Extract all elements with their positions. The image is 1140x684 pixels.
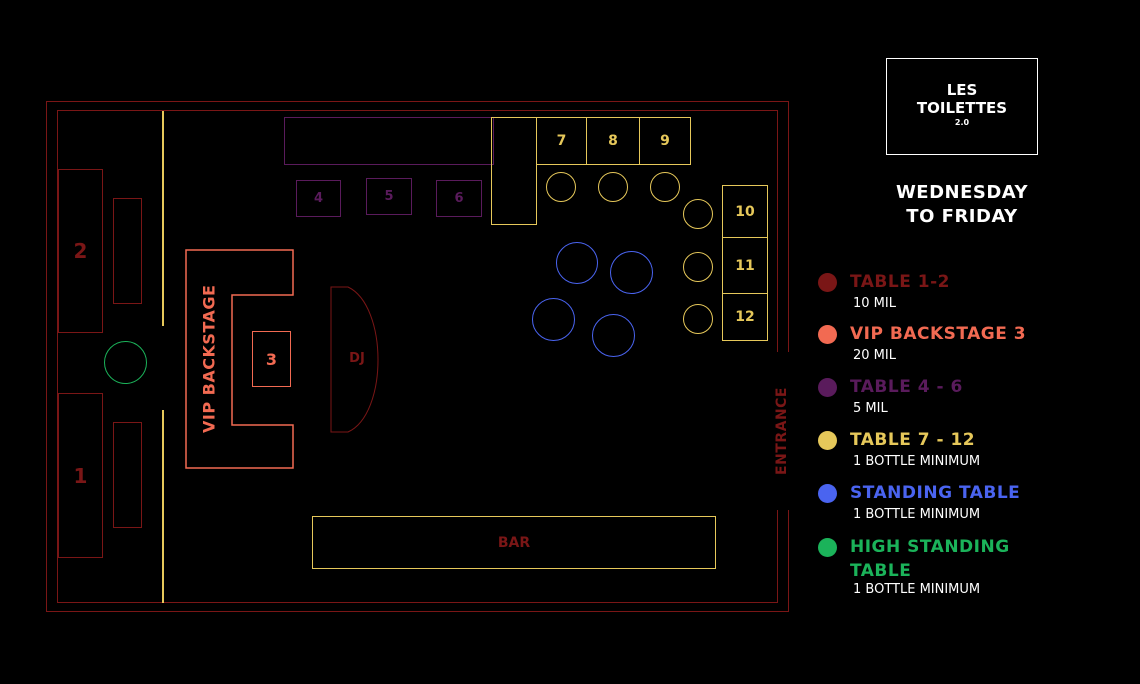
table-7[interactable]: 7 (536, 117, 587, 165)
table-6[interactable]: 6 (436, 180, 482, 217)
legend-title: VIP BACKSTAGE 3 (850, 324, 1027, 344)
table-1-label: 1 (73, 463, 88, 488)
table-2-label: 2 (73, 239, 88, 263)
legend-dot (818, 325, 837, 344)
stool (546, 172, 576, 202)
venue-logo: LES TOILETTES 2.0 (886, 58, 1038, 155)
legend-sub: 1 BOTTLE MINIMUM (853, 507, 981, 522)
legend-sub: 10 MIL (853, 296, 896, 311)
stool (598, 172, 628, 202)
legend-title: STANDING TABLE (850, 483, 1021, 503)
high-standing-table[interactable] (104, 341, 147, 384)
entrance-gap (770, 352, 798, 510)
schedule: WEDNESDAY TO FRIDAY (852, 181, 1072, 229)
table-3[interactable]: 3 (252, 331, 291, 387)
table-1[interactable]: 1 (58, 393, 103, 558)
dj-booth (330, 286, 379, 433)
corridor-divider-top (162, 111, 164, 326)
dj-label: DJ (349, 350, 365, 366)
legend-title: TABLE 4 - 6 (850, 377, 963, 397)
stool (683, 199, 713, 229)
vip-backstage-area[interactable] (185, 249, 295, 471)
legend-title: TABLE 7 - 12 (850, 430, 976, 450)
legend-title: HIGH STANDING (850, 537, 1010, 557)
legend-sub: 1 BOTTLE MINIMUM (853, 454, 981, 469)
standing-table[interactable] (556, 242, 598, 284)
table-4-label: 4 (313, 191, 324, 206)
table-1-bench (113, 422, 142, 528)
standing-table[interactable] (532, 298, 575, 341)
venue-name-line1: LES (946, 81, 978, 99)
table-4[interactable]: 4 (296, 180, 341, 217)
venue-name-line2: TOILETTES (916, 99, 1008, 117)
table-10-label: 10 (735, 203, 755, 220)
schedule-line1: WEDNESDAY (895, 182, 1029, 203)
table-5[interactable]: 5 (366, 178, 412, 215)
table-8-label: 8 (608, 133, 618, 149)
table-3-label: 3 (265, 349, 278, 369)
legend-item-standing-table: STANDING TABLE 1 BOTTLE MINIMUM (818, 481, 1118, 525)
table-2-bench (113, 198, 142, 304)
table-8[interactable]: 8 (586, 117, 640, 165)
table-9[interactable]: 9 (639, 117, 691, 165)
bar-label: BAR (497, 534, 531, 551)
legend-dot (818, 378, 837, 397)
venue-name-line3: 2.0 (954, 118, 970, 127)
table-11-label: 11 (735, 257, 755, 274)
schedule-line2: TO FRIDAY (906, 206, 1018, 227)
table-11[interactable]: 11 (722, 237, 768, 294)
legend-item-table-4-6: TABLE 4 - 6 5 MIL (818, 375, 1118, 419)
table-4-6-bench (284, 117, 494, 165)
stool (650, 172, 680, 202)
entrance-label: ENTRANCE (774, 387, 790, 475)
table-12[interactable]: 12 (722, 293, 768, 341)
legend-item-table-1-2: TABLE 1-2 10 MIL (818, 270, 1118, 314)
legend-dot (818, 538, 837, 557)
table-10[interactable]: 10 (722, 185, 768, 238)
stool (683, 252, 713, 282)
legend-item-vip-backstage: VIP BACKSTAGE 3 20 MIL (818, 322, 1118, 366)
corridor-divider-bottom (162, 410, 164, 603)
legend-dot (818, 273, 837, 292)
table-12-label: 12 (735, 309, 755, 325)
table-5-label: 5 (384, 189, 394, 204)
legend-title-line2: TABLE (850, 561, 912, 581)
legend-item-table-7-12: TABLE 7 - 12 1 BOTTLE MINIMUM (818, 428, 1118, 472)
stool (683, 304, 713, 334)
legend-dot (818, 484, 837, 503)
bar: BAR (312, 516, 716, 569)
standing-table[interactable] (592, 314, 635, 357)
legend-dot (818, 431, 837, 450)
legend-sub: 1 BOTTLE MINIMUM (853, 582, 981, 597)
table-6-label: 6 (454, 191, 464, 206)
legend-sub: 5 MIL (853, 401, 888, 416)
legend-title: TABLE 1-2 (850, 272, 950, 292)
yellow-pillar (491, 117, 537, 225)
table-7-label: 7 (556, 133, 567, 149)
table-9-label: 9 (660, 133, 670, 149)
standing-table[interactable] (610, 251, 653, 294)
legend-sub: 20 MIL (853, 348, 896, 363)
legend-item-high-standing-table: HIGH STANDING TABLE 1 BOTTLE MINIMUM (818, 535, 1118, 601)
vip-backstage-label: VIP BACKSTAGE (199, 284, 219, 434)
table-2[interactable]: 2 (58, 169, 103, 333)
